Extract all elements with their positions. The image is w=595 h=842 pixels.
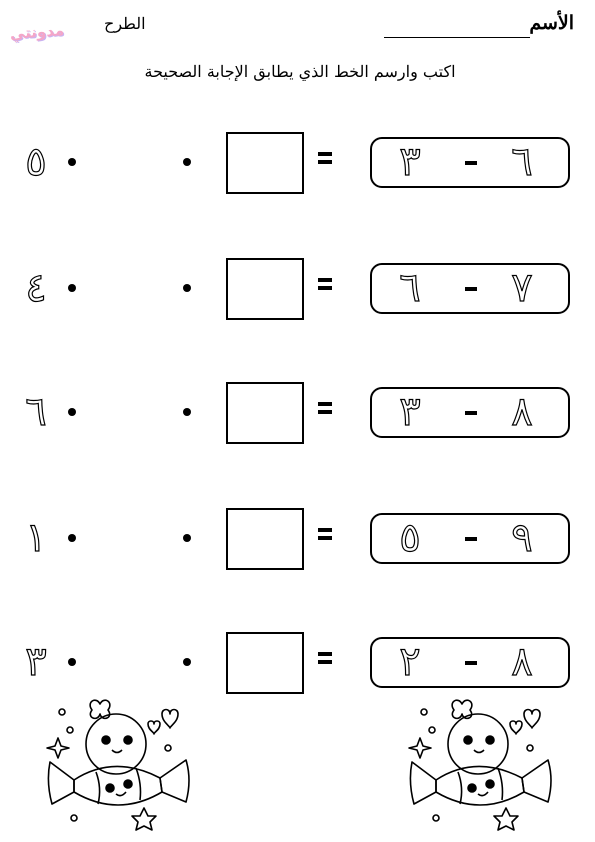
equals-sign bbox=[318, 652, 332, 656]
exercise-row: ٣ ٨ ٢ bbox=[0, 630, 595, 694]
answer-dot[interactable] bbox=[68, 658, 76, 666]
expression-box: ٩ ٥ bbox=[370, 513, 570, 564]
minus-sign bbox=[465, 287, 477, 291]
expression-box: ٨ ٢ bbox=[370, 637, 570, 688]
answer-option: ٦ bbox=[25, 388, 48, 435]
minuend: ٩ bbox=[511, 514, 534, 561]
equals-sign bbox=[318, 536, 332, 540]
box-dot[interactable] bbox=[183, 658, 191, 666]
minus-sign bbox=[465, 537, 477, 541]
candy-illustration-icon bbox=[408, 699, 552, 831]
exercise-row: ٦ ٨ ٣ bbox=[0, 380, 595, 444]
exercise-row: ٤ ٧ ٦ bbox=[0, 256, 595, 320]
subtrahend: ٣ bbox=[399, 138, 422, 185]
answer-option: ٣ bbox=[25, 638, 48, 685]
subtrahend: ٦ bbox=[399, 264, 422, 311]
box-dot[interactable] bbox=[183, 534, 191, 542]
equals-sign bbox=[318, 410, 332, 414]
expression-box: ٦ ٣ bbox=[370, 137, 570, 188]
answer-box[interactable] bbox=[226, 132, 304, 194]
answer-option: ٥ bbox=[25, 138, 48, 185]
answer-option: ١ bbox=[25, 514, 48, 561]
name-label: الأسم bbox=[529, 12, 574, 34]
subtrahend: ٢ bbox=[399, 638, 422, 685]
equals-sign bbox=[318, 402, 332, 406]
answer-dot[interactable] bbox=[68, 534, 76, 542]
box-dot[interactable] bbox=[183, 408, 191, 416]
candy-illustration-icon bbox=[46, 699, 190, 831]
minus-sign bbox=[465, 161, 477, 165]
minuend: ٨ bbox=[511, 388, 534, 435]
exercise-row: ١ ٩ ٥ bbox=[0, 506, 595, 570]
exercise-row: ٥ ٦ ٣ bbox=[0, 130, 595, 194]
answer-box[interactable] bbox=[226, 632, 304, 694]
answer-dot[interactable] bbox=[68, 158, 76, 166]
logo: مدونتي bbox=[9, 21, 65, 43]
answer-box[interactable] bbox=[226, 258, 304, 320]
answer-dot[interactable] bbox=[68, 284, 76, 292]
equals-sign bbox=[318, 660, 332, 664]
minus-sign bbox=[465, 411, 477, 415]
subject-title: الطرح bbox=[104, 14, 146, 33]
instruction: اكتب وارسم الخط الذي يطابق الإجابة الصحي… bbox=[144, 62, 456, 81]
box-dot[interactable] bbox=[183, 284, 191, 292]
minuend: ٧ bbox=[511, 264, 534, 311]
answer-option: ٤ bbox=[25, 264, 48, 311]
subtrahend: ٥ bbox=[399, 514, 422, 561]
expression-box: ٧ ٦ bbox=[370, 263, 570, 314]
minuend: ٨ bbox=[511, 638, 534, 685]
answer-box[interactable] bbox=[226, 508, 304, 570]
answer-box[interactable] bbox=[226, 382, 304, 444]
equals-sign bbox=[318, 286, 332, 290]
equals-sign bbox=[318, 528, 332, 532]
name-line bbox=[384, 37, 530, 38]
equals-sign bbox=[318, 152, 332, 156]
name-field[interactable]: الأسم bbox=[384, 12, 584, 42]
equals-sign bbox=[318, 278, 332, 282]
minuend: ٦ bbox=[511, 138, 534, 185]
subtrahend: ٣ bbox=[399, 388, 422, 435]
minus-sign bbox=[465, 661, 477, 665]
expression-box: ٨ ٣ bbox=[370, 387, 570, 438]
equals-sign bbox=[318, 160, 332, 164]
box-dot[interactable] bbox=[183, 158, 191, 166]
answer-dot[interactable] bbox=[68, 408, 76, 416]
